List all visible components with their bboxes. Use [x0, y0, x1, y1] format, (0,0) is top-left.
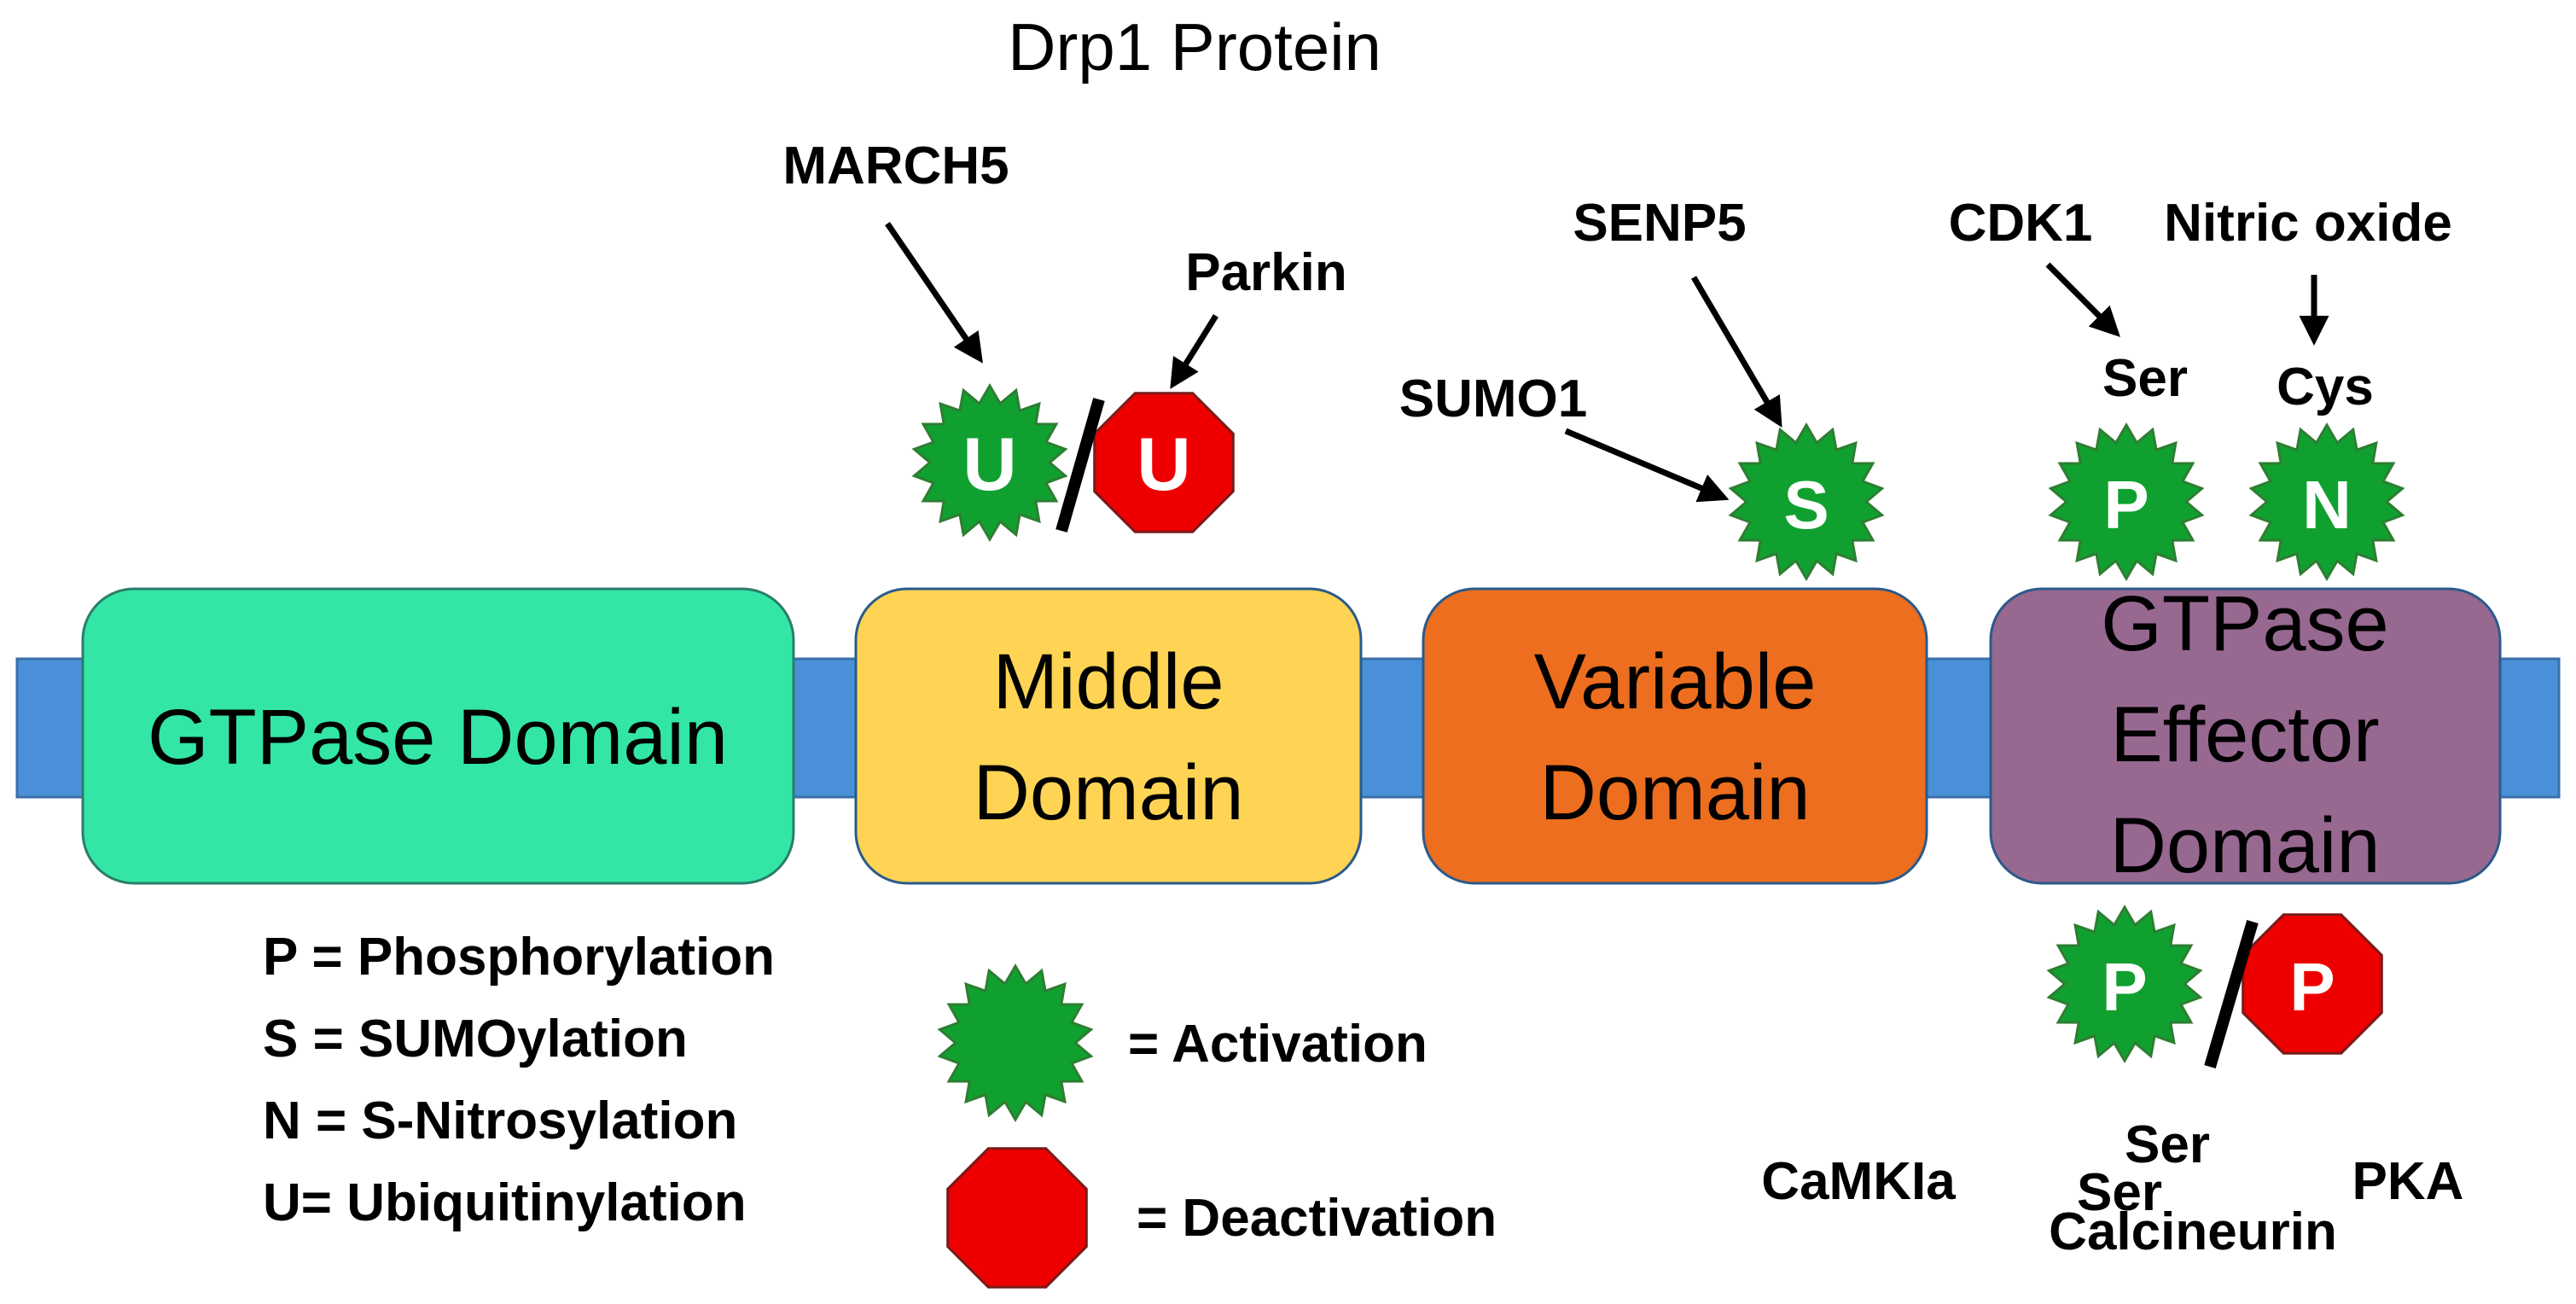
- parkin-label: Parkin: [1185, 243, 1347, 302]
- cdk1-label: CDK1: [1949, 194, 2093, 253]
- domain-middle-label-line1: Middle: [992, 638, 1224, 725]
- legend-activation-label: = Activation: [1128, 1015, 1428, 1074]
- domain-gtpase-effector-label-line3: Domain: [2109, 802, 2380, 889]
- phospho-bottom-separator: [2204, 920, 2259, 1068]
- camkia-label: CaMKIa: [1761, 1152, 1956, 1211]
- senp5-arrow: [1690, 276, 1782, 428]
- cys-label: Cys: [2277, 358, 2374, 416]
- domain-variable-label-line1: Variable: [1534, 638, 1817, 725]
- legend-deactivation-octagon: [946, 1147, 1088, 1289]
- domain-middle-label-line2: Domain: [973, 749, 1243, 836]
- ser-bottom-label-2: Ser: [2077, 1163, 2162, 1222]
- legend-deactivation-label: = Deactivation: [1137, 1189, 1497, 1248]
- legend-activation-burst: [937, 963, 1094, 1122]
- legend-sumoylation: S = SUMOylation: [263, 1010, 688, 1068]
- senp5-label: SENP5: [1573, 194, 1746, 253]
- cdk1-arrow: [2045, 262, 2120, 337]
- nitrosylation-activation-burst: [2248, 422, 2405, 581]
- domain-gtpase-effector-label-line2: Effector: [2110, 691, 2379, 778]
- ubiquitin-activation-burst: [911, 383, 1068, 542]
- calcineurin-label: Calcineurin: [2049, 1202, 2337, 1261]
- ubiquitin-deactivation-letter: U: [1137, 422, 1191, 506]
- sumo1-label: SUMO1: [1399, 370, 1587, 428]
- parkin-arrow: [1170, 314, 1218, 389]
- diagram-title: Drp1 Protein: [1008, 9, 1381, 84]
- phospho-top-activation-burst: [2048, 422, 2205, 581]
- domain-gtpase-effector-label-line1: GTPase: [2101, 580, 2388, 667]
- legend-ubiquitinylation: U= Ubiquitinylation: [263, 1173, 747, 1232]
- domain-gtpase-label: GTPase Domain: [148, 694, 728, 781]
- legend-phosphorylation: P = Phosphorylation: [263, 928, 775, 987]
- legend-nitrosylation: N = S-Nitrosylation: [263, 1092, 737, 1150]
- pka-label: PKA: [2352, 1152, 2464, 1211]
- ubiquitin-separator: [1055, 398, 1105, 533]
- domain-variable: Variable Domain: [1422, 587, 1928, 885]
- domain-variable-label-line2: Domain: [1539, 749, 1810, 836]
- sumo1-arrow: [1564, 428, 1730, 503]
- nitrosylation-letter: N: [2302, 467, 2352, 543]
- domain-middle: Middle Domain: [854, 587, 1363, 885]
- ubiquitin-activation-letter: U: [962, 422, 1017, 506]
- march5-arrow: [885, 222, 983, 364]
- march5-label: MARCH5: [782, 137, 1009, 195]
- phospho-bottom-activation-burst: [2046, 905, 2203, 1063]
- ser-top-label: Ser: [2102, 349, 2188, 408]
- sumo-letter: S: [1783, 467, 1829, 543]
- phospho-bottom-activation-letter: P: [2102, 949, 2147, 1025]
- ser-bottom-label-1: Ser: [2125, 1115, 2210, 1174]
- domain-gtpase-effector: GTPase Effector Domain: [1989, 580, 2502, 889]
- phospho-top-letter: P: [2103, 467, 2149, 543]
- domain-gtpase: GTPase Domain: [81, 587, 795, 885]
- phospho-bottom-deactivation-letter: P: [2289, 949, 2335, 1025]
- sumo-activation-burst: [1728, 422, 1885, 581]
- nitric-oxide-label: Nitric oxide: [2164, 194, 2452, 253]
